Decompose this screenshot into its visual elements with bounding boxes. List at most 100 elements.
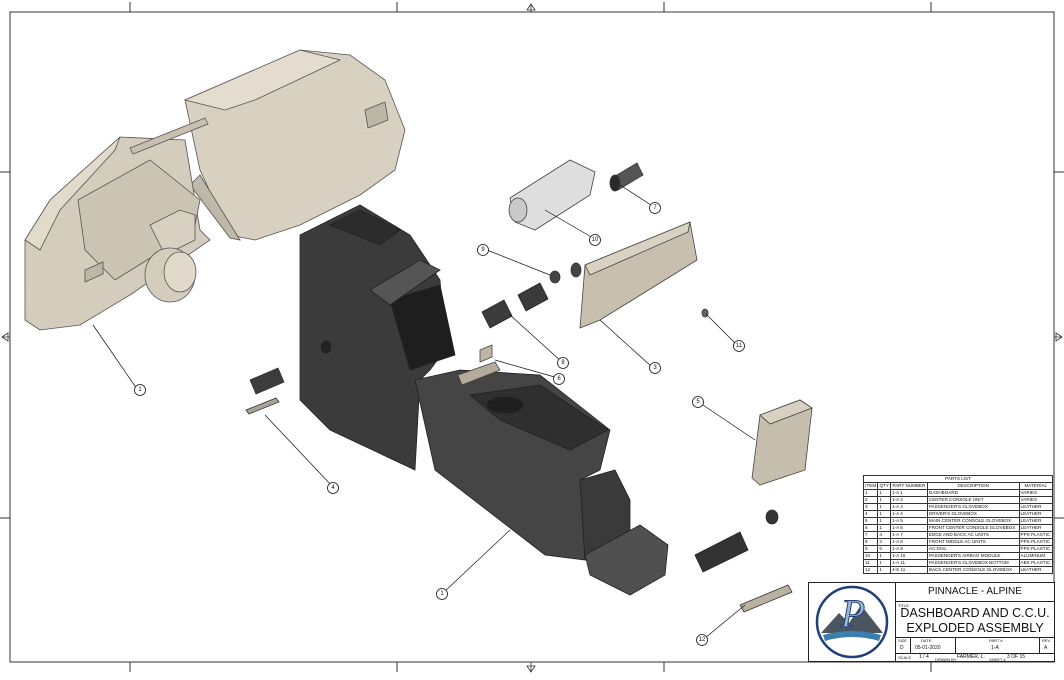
balloon-label: 11 <box>736 343 743 349</box>
cell-item: 1 <box>862 489 879 497</box>
rev-value: A <box>1044 645 1048 651</box>
cell-description: BACK CENTER CONSOLE GLOVEBOX <box>926 566 1020 574</box>
balloon-circle <box>134 384 146 396</box>
size-label: SIZE <box>898 638 907 643</box>
front-ac-units-part <box>481 282 549 329</box>
dashboard-part <box>24 49 406 331</box>
cell-part-number: 1-A 6 <box>890 524 928 532</box>
balloon-circle <box>589 234 601 246</box>
balloon-circle <box>649 202 661 214</box>
cell-material: VARIES <box>1018 496 1054 504</box>
cell-material: LEATHER <box>1018 524 1054 532</box>
cell-description: MAIN CENTER CONSOLE GLOVEBOX <box>926 517 1020 525</box>
cell-material: ALUMINUM <box>1018 552 1054 560</box>
cell-material: LEATHER <box>1018 517 1054 525</box>
cell-description: DRIVER'S GLOVEBOX <box>926 510 1020 518</box>
cell-part-number: 1-A 5 <box>890 517 928 525</box>
cell-description: FRONT CENTER CONSOLE GLOVEBOX <box>926 524 1020 532</box>
front-console-glovebox-part <box>457 344 501 386</box>
balloon-circle <box>327 482 339 494</box>
cell-qty: 1 <box>877 552 892 560</box>
cell-qty: 1 <box>877 559 892 567</box>
balloon-12: 12 <box>696 634 708 646</box>
airbag-module-part <box>508 159 596 231</box>
cell-description: EDGE AND BACK AC UNITS <box>926 531 1020 539</box>
balloon-8: 8 <box>557 357 569 369</box>
cell-qty: 1 <box>877 489 892 497</box>
cell-description: FRONT MIDDLE AC UNITS <box>926 538 1020 546</box>
col-item: ITEM <box>862 482 879 490</box>
ac-unit-part-7 <box>609 162 644 192</box>
date-value: 05-01-2020 <box>915 645 941 651</box>
parts-list-title: PARTS LIST <box>863 475 1053 483</box>
cell-item: 2 <box>862 496 879 504</box>
cell-material: PPS PLASTIC <box>1018 531 1054 539</box>
cell-part-number: 1-A 11 <box>890 559 928 567</box>
cell-qty: 3 <box>877 538 892 546</box>
back-console-glovebox-part <box>739 584 793 613</box>
balloon-circle <box>557 357 569 369</box>
company-logo: P <box>809 583 896 661</box>
title-block: P PINNACLE - ALPINE TITLE DASHBOARD AND … <box>808 582 1055 662</box>
cell-material: LEATHER <box>1018 566 1054 574</box>
main-console-glovebox-part <box>751 399 813 486</box>
balloon-label: 1 <box>440 591 444 597</box>
cell-part-number: 1-A 8 <box>890 538 928 546</box>
cell-description: PASSENGER'S GLOVEBOX <box>926 503 1020 511</box>
col-description: DESCRIPTION <box>926 482 1020 490</box>
balloon-label: 10 <box>592 237 599 243</box>
cell-material: LEATHER <box>1018 503 1054 511</box>
cell-item: 9 <box>862 545 879 553</box>
cell-qty: 1 <box>877 566 892 574</box>
cell-part-number: 1-A 1 <box>890 489 928 497</box>
balloon-1: 1 <box>436 588 448 600</box>
balloon-3: 3 <box>649 362 661 374</box>
balloon-label: 1 <box>138 387 142 393</box>
size-value: D <box>900 645 904 651</box>
cell-part-number: 1-A 7 <box>890 531 928 539</box>
cell-material: VARIES <box>1018 489 1054 497</box>
sheet-value: 3 OF 15 <box>1007 654 1026 660</box>
cell-material: ABS PLASTIC <box>1018 559 1054 567</box>
drawn-by-label: DRAWN BY <box>935 657 957 662</box>
balloon-circle <box>696 634 708 646</box>
balloon-circle <box>477 244 489 256</box>
edge-ac-unit-part <box>694 531 749 573</box>
drawing-title-line-2: EXPLODED ASSEMBLY <box>906 621 1044 635</box>
ac-dial-part <box>549 262 779 525</box>
balloon-label: 8 <box>561 360 565 366</box>
balloon-6: 6 <box>553 373 565 385</box>
svg-text:P: P <box>840 591 865 636</box>
cell-description: PASSENGER'S GLOVEBOX BOTTOM <box>926 559 1020 567</box>
balloon-label: 6 <box>557 376 561 382</box>
balloon-circle <box>436 588 448 600</box>
center-marks <box>1 3 1063 673</box>
cell-item: 10 <box>862 552 879 560</box>
cell-part-number: 1-A 10 <box>890 552 928 560</box>
cell-part-number: 1-A 4 <box>890 510 928 518</box>
balloon-label: 7 <box>653 205 657 211</box>
rev-label: REV <box>1042 638 1051 643</box>
cell-qty: 1 <box>877 524 892 532</box>
cell-material: PPS PLASTIC <box>1018 538 1054 546</box>
driver-glovebox-part <box>245 367 285 415</box>
cell-item: 7 <box>862 531 879 539</box>
balloon-label: 3 <box>653 365 657 371</box>
cell-item: 11 <box>862 559 879 567</box>
company-name: PINNACLE - ALPINE <box>896 583 1054 602</box>
scale-label: SCALE <box>898 655 912 660</box>
cell-item: 8 <box>862 538 879 546</box>
glovebox-bottom-part <box>701 308 709 318</box>
